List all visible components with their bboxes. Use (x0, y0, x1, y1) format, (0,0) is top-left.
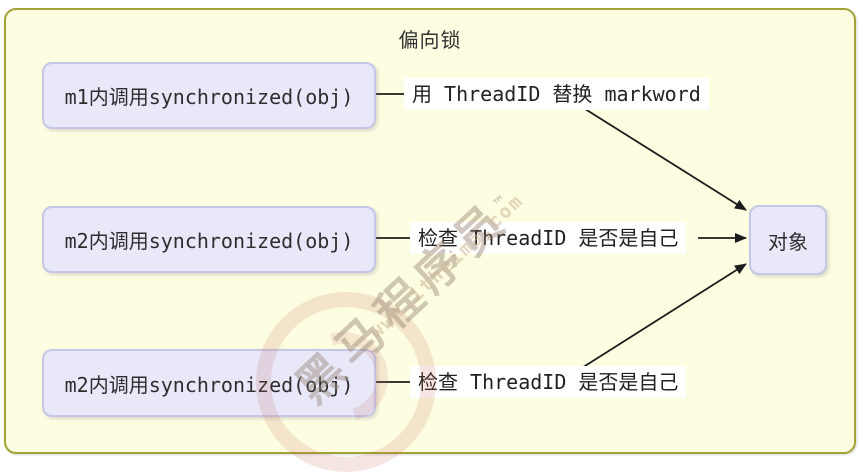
node-m2-synchronized-call-1: m2内调用synchronized(obj) (42, 206, 376, 273)
diagram-title: 偏向锁 (398, 28, 462, 52)
node-object: 对象 (749, 205, 827, 275)
node-m1-synchronized-call: m1内调用synchronized(obj) (42, 62, 376, 129)
edge-label-check-threadid-2: 检查 ThreadID 是否是自己 (410, 366, 687, 398)
edge-label-check-threadid-1: 检查 ThreadID 是否是自己 (410, 222, 687, 254)
edge-label-replace-markword: 用 ThreadID 替换 markword (404, 78, 709, 110)
node-m2a-label: m2内调用synchronized(obj) (64, 229, 354, 253)
node-object-label: 对象 (768, 229, 808, 254)
node-m1-label: m1内调用synchronized(obj) (64, 85, 354, 109)
node-m2-synchronized-call-2: m2内调用synchronized(obj) (42, 349, 376, 417)
node-m2b-label: m2内调用synchronized(obj) (64, 372, 354, 397)
